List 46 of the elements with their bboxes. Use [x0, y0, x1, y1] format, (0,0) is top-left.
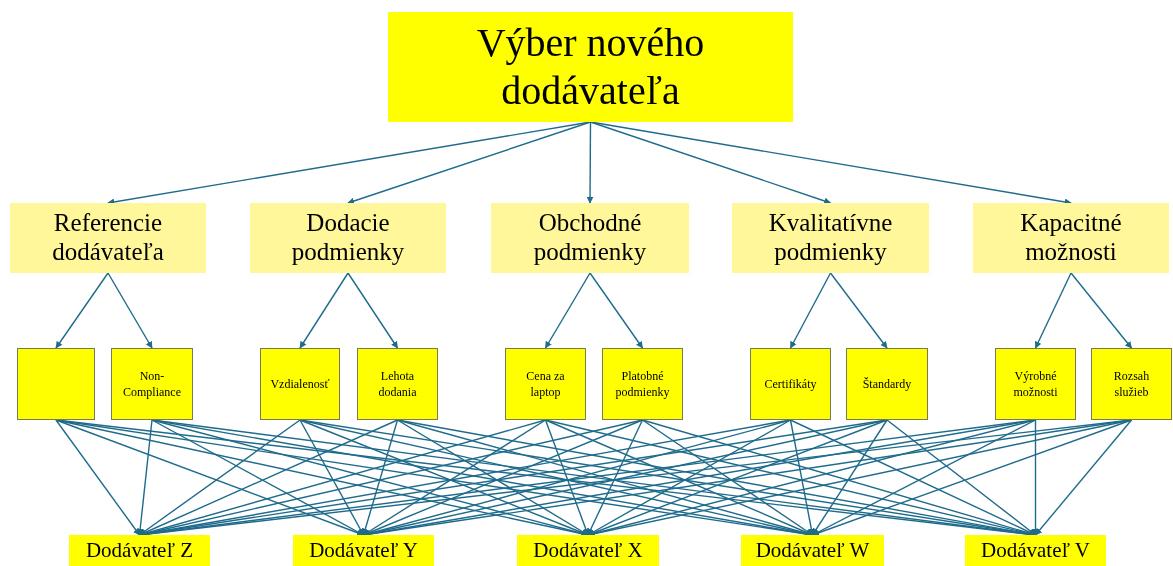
arrow	[589, 121, 1072, 206]
subcriterion-box: Vzdialenosť	[260, 348, 340, 420]
arrow	[544, 419, 590, 536]
arrow	[299, 419, 365, 536]
alternative-box: Dodávateľ W	[741, 535, 884, 566]
arrow	[55, 419, 141, 536]
arrow	[811, 419, 888, 536]
subcriterion-box: Certifikáty	[750, 348, 831, 420]
arrow	[361, 419, 399, 536]
arrow	[544, 272, 591, 349]
alternative-box: Dodávateľ Z	[69, 535, 210, 566]
arrow	[138, 419, 301, 536]
alternative-box: Dodávateľ V	[965, 535, 1106, 566]
subcriterion-box: Non-Compliance	[111, 348, 193, 420]
subcriterion-box	[17, 348, 95, 420]
arrow	[55, 272, 109, 349]
criterion-box: Obchodné podmienky	[491, 203, 689, 273]
arrow	[886, 419, 1037, 536]
subcriterion-box: Štandardy	[846, 348, 928, 420]
arrow	[347, 121, 592, 205]
arrow	[829, 272, 888, 349]
alternative-box: Dodávateľ Y	[293, 535, 434, 566]
subcriterion-box: Rozsah služieb	[1091, 348, 1172, 420]
arrow	[1070, 272, 1133, 349]
arrow	[789, 272, 832, 349]
arrow	[586, 121, 594, 204]
arrow	[136, 419, 153, 536]
arrow	[587, 419, 644, 536]
alternative-box: Dodávateľ X	[517, 535, 659, 566]
criterion-box: Dodacie podmienky	[250, 203, 446, 273]
criterion-box: Kvalitatívne podmienky	[732, 203, 929, 273]
arrow	[589, 272, 644, 349]
arrow	[299, 272, 349, 349]
arrow	[1034, 419, 1133, 536]
arrow	[347, 272, 399, 349]
subcriterion-box: Výrobné možnosti	[995, 348, 1076, 420]
arrow	[1032, 419, 1039, 536]
subcriterion-box: Platobné podmienky	[602, 348, 683, 420]
goal-box: Výber nového dodávateľa	[388, 12, 793, 122]
arrow	[1034, 272, 1072, 349]
subcriterion-box: Lehota dodania	[357, 348, 438, 420]
criterion-box: Referencie dodávateľa	[10, 203, 206, 273]
arrow	[107, 272, 153, 349]
arrow	[789, 419, 815, 536]
subcriterion-box: Cena za laptop	[505, 348, 586, 420]
criterion-box: Kapacitné možnosti	[973, 203, 1169, 273]
